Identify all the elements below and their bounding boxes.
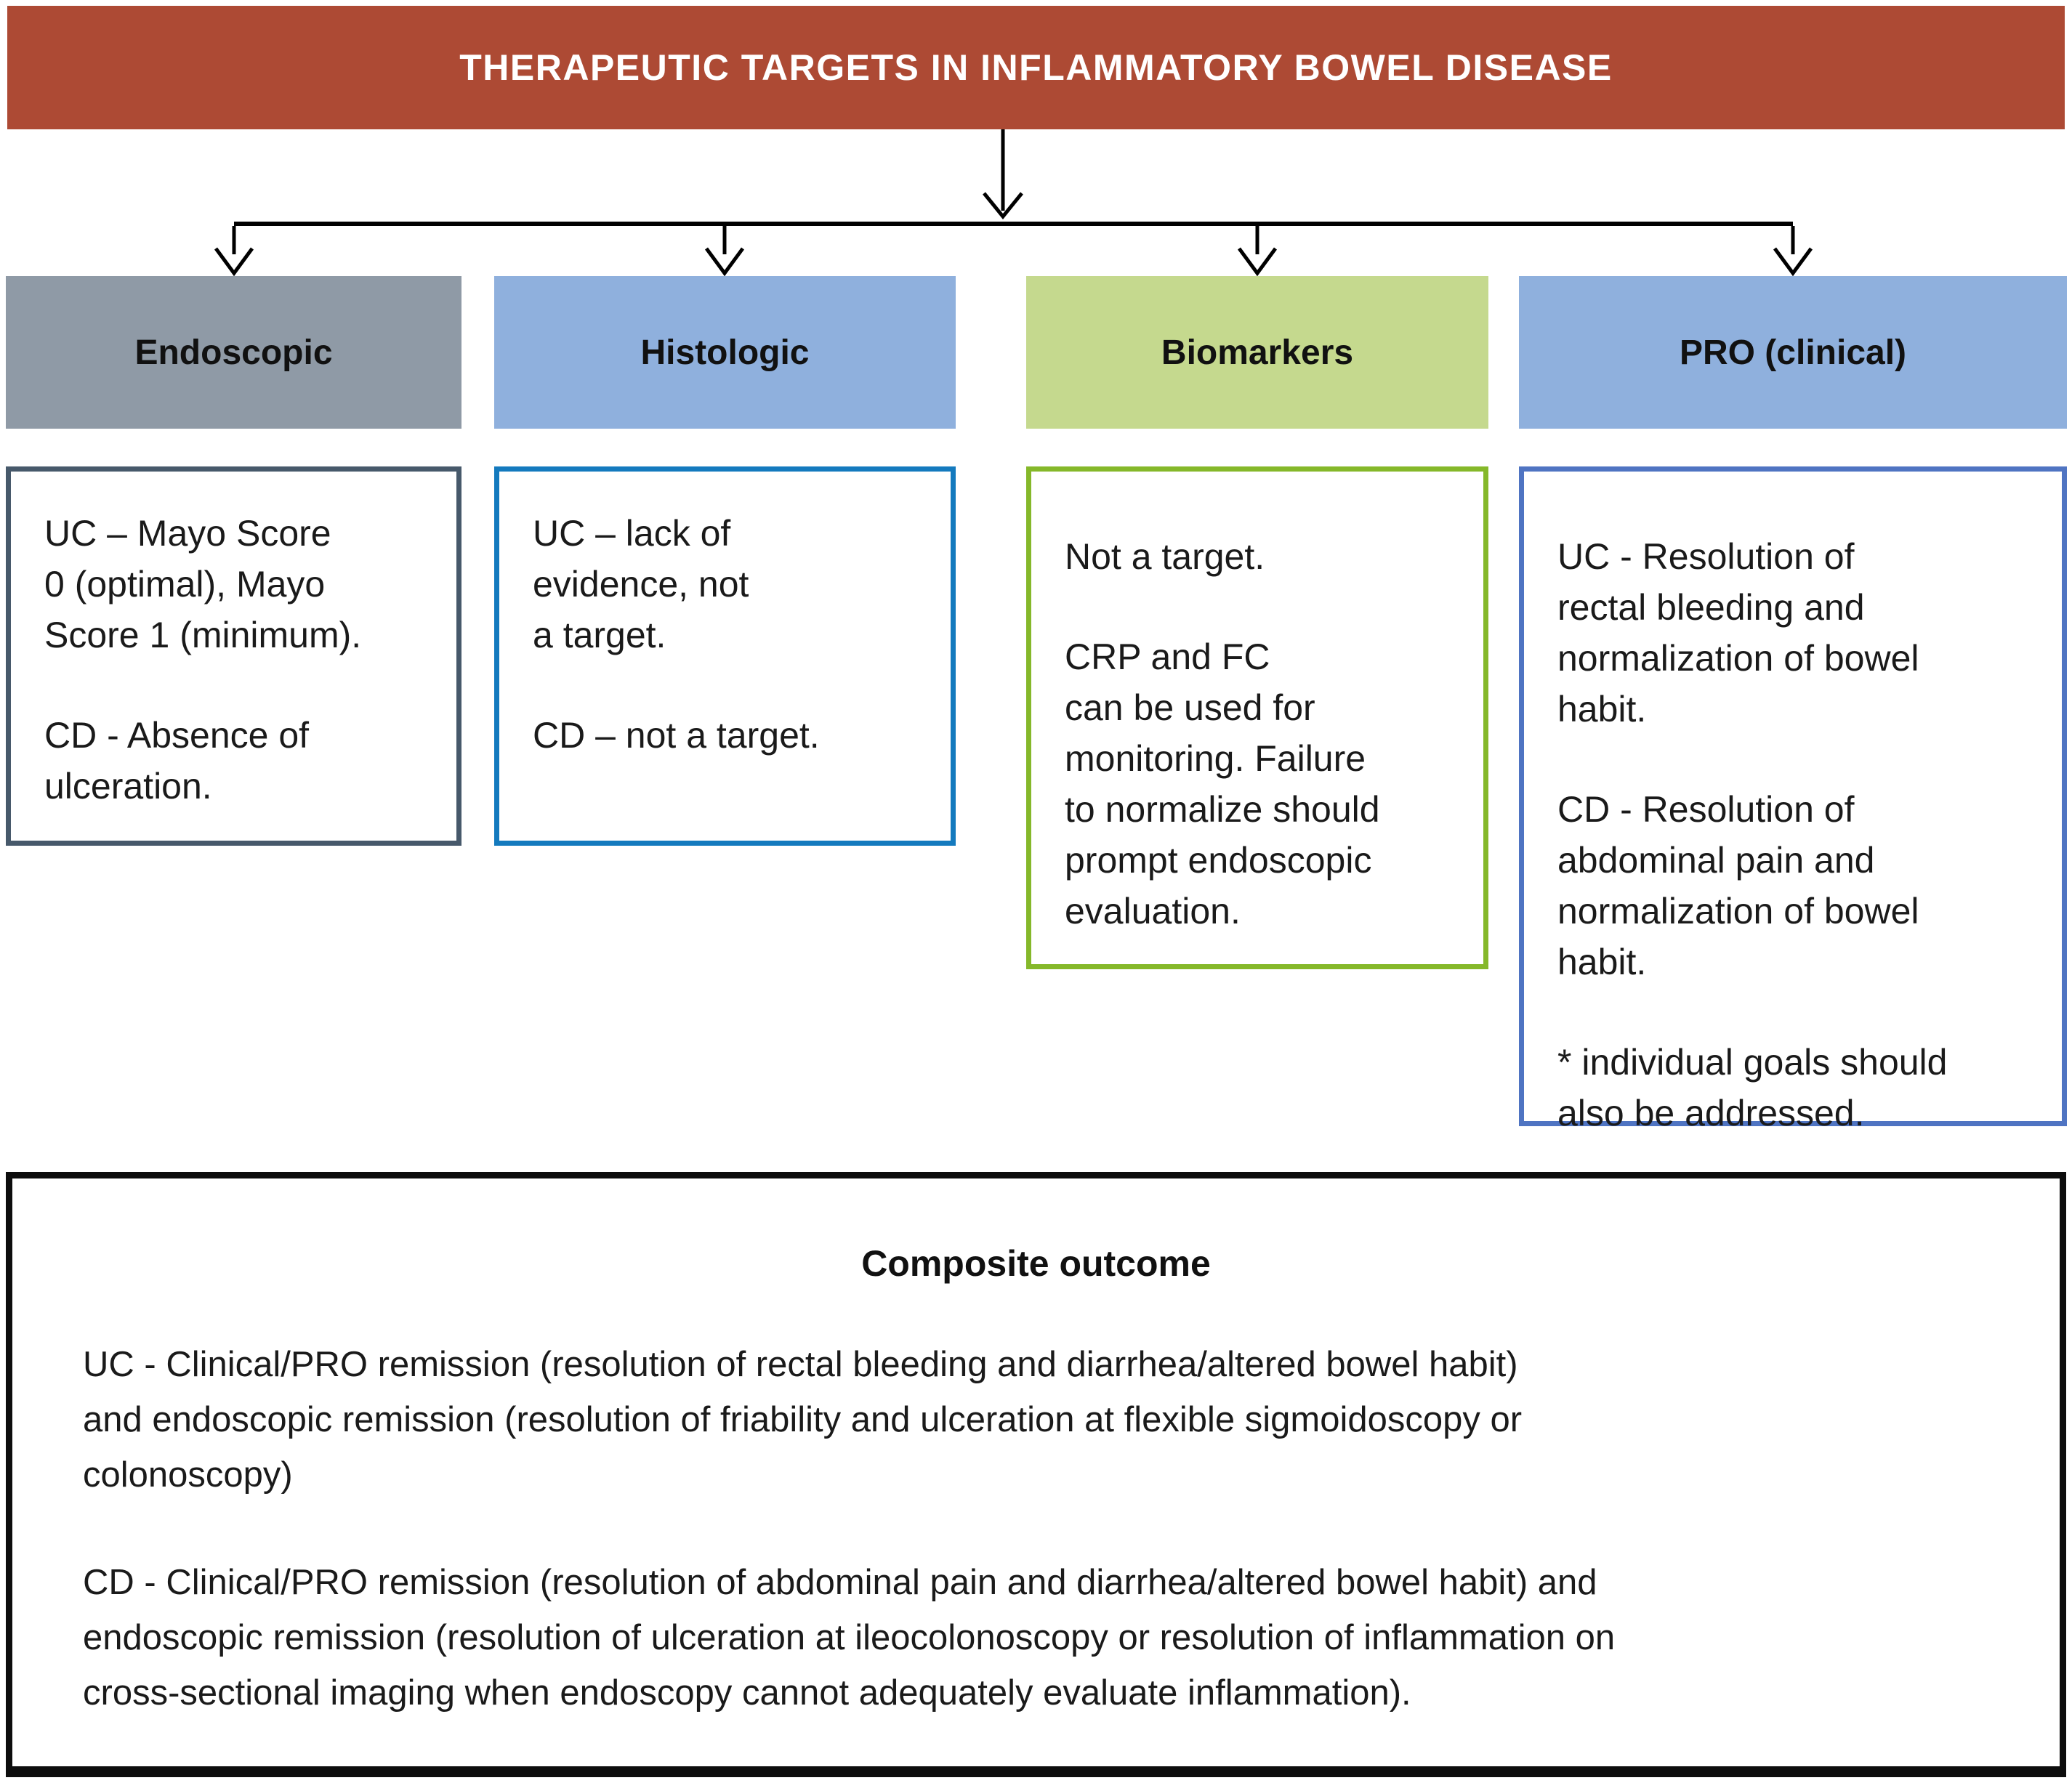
column-header-pro-clinical: PRO (clinical) bbox=[1519, 276, 2067, 429]
composite-paragraph: CD - Clinical/PRO remission (resolution … bbox=[83, 1563, 1616, 1713]
endoscopic-detail-box: UC – Mayo Score 0 (optimal), Mayo Score … bbox=[6, 466, 461, 846]
column-header-label: Biomarkers bbox=[1161, 333, 1354, 372]
biomarkers-detail-box: Not a target. CRP and FC can be used for… bbox=[1026, 466, 1488, 969]
pro-clinical-detail-box: UC - Resolution of rectal bleeding and n… bbox=[1519, 466, 2067, 1133]
composite-title: Composite outcome bbox=[861, 1243, 1211, 1284]
column-header-biomarkers: Biomarkers bbox=[1026, 276, 1488, 429]
detail-paragraph: UC - Resolution of rectal bleeding and n… bbox=[1557, 536, 1919, 729]
column-header-label: Endoscopic bbox=[134, 333, 333, 372]
banner: THERAPEUTIC TARGETS IN INFLAMMATORY BOWE… bbox=[7, 6, 2065, 129]
detail-paragraph: UC – lack of evidence, not a target. bbox=[533, 513, 749, 655]
detail-paragraph: CD - Resolution of abdominal pain and no… bbox=[1557, 789, 1919, 982]
column-header-label: Histologic bbox=[640, 333, 810, 372]
column-header-histologic: Histologic bbox=[494, 276, 956, 429]
arrow-down-icon bbox=[1237, 226, 1278, 277]
diagram-title: THERAPEUTIC TARGETS IN INFLAMMATORY BOWE… bbox=[459, 47, 1613, 88]
arrow-down-icon bbox=[704, 226, 745, 277]
detail-paragraph: Not a target. bbox=[1065, 536, 1265, 577]
arrow-down-icon bbox=[1773, 226, 1813, 277]
flow-connector bbox=[214, 129, 1813, 277]
composite-outcome-box: Composite outcome UC - Clinical/PRO remi… bbox=[6, 1172, 2066, 1777]
column-header-label: PRO (clinical) bbox=[1679, 333, 1907, 372]
detail-paragraph: CD - Absence of ulceration. bbox=[44, 715, 310, 806]
histologic-detail-box: UC – lack of evidence, not a target. CD … bbox=[494, 466, 956, 846]
detail-paragraph: CRP and FC can be used for monitoring. F… bbox=[1065, 636, 1380, 931]
detail-paragraph: UC – Mayo Score 0 (optimal), Mayo Score … bbox=[44, 513, 362, 655]
arrow-down-icon bbox=[214, 226, 254, 277]
composite-paragraph: UC - Clinical/PRO remission (resolution … bbox=[83, 1345, 1523, 1495]
detail-paragraph: CD – not a target. bbox=[533, 715, 820, 756]
column-header-endoscopic: Endoscopic bbox=[6, 276, 461, 429]
arrow-down-icon bbox=[983, 129, 1023, 219]
detail-paragraph: * individual goals should also be addres… bbox=[1557, 1042, 1948, 1133]
